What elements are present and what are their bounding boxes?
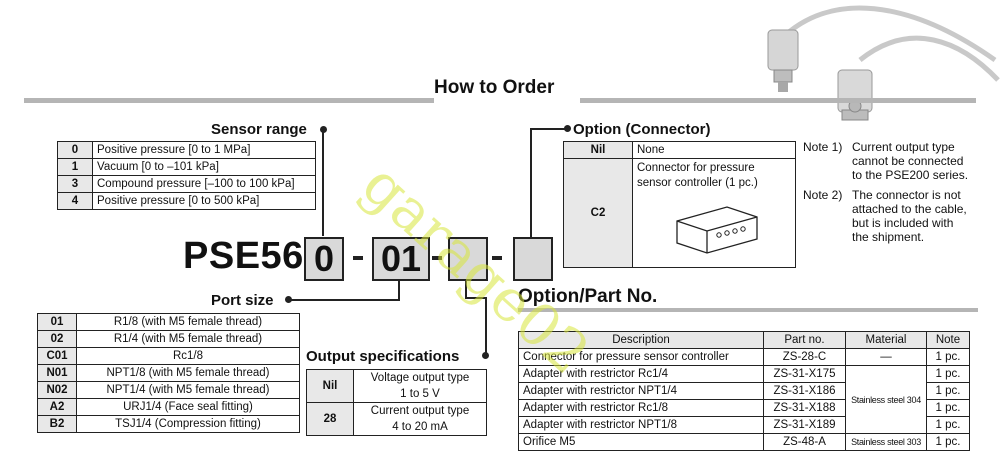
port-size-dot [285, 296, 292, 303]
output-spec-leader-a [465, 279, 467, 299]
header-rule-right [580, 98, 976, 103]
table-row: Connector for pressure sensor controller… [518, 348, 970, 366]
note-2-text: The connector is not attached to the cab… [852, 188, 967, 244]
table-row: Adapter with restrictor Rc1/8 ZS-31-X188… [518, 399, 970, 417]
option-part-title: Option/Part No. [518, 286, 658, 307]
table-row: C2 Connector for pressure sensor control… [563, 158, 796, 268]
option-connector-title: Option (Connector) [573, 121, 711, 138]
output-spec-dot [482, 352, 489, 359]
pressure-sensor-photo [767, 5, 1000, 121]
option-dot [564, 125, 571, 132]
model-dash-1 [353, 256, 363, 260]
note-2: Note 2) [803, 188, 843, 202]
connector-icon [676, 206, 758, 254]
port-size-leader-h [290, 299, 400, 301]
port-size-box: 01 [372, 237, 430, 281]
option-part-rule [518, 308, 978, 312]
table-row: Adapter with restrictor NPT1/4 ZS-31-X18… [518, 382, 970, 400]
table-row: Orifice M5 ZS-48-A Stainless steel 303 1… [518, 433, 970, 451]
page-title: How to Order [434, 77, 555, 98]
header-rule-left [24, 98, 434, 103]
port-size-leader-v [398, 279, 400, 300]
note-1: Note 1) [803, 140, 843, 154]
sensor-range-title: Sensor range [211, 121, 307, 138]
option-leader-h [530, 128, 568, 130]
sensor-range-leader [322, 130, 324, 236]
option-box [513, 237, 553, 281]
output-spec-title: Output specifications [306, 348, 460, 365]
model-base: PSE56 [183, 235, 304, 277]
option-part-table: Description Part no. Material Note Conne… [518, 331, 970, 451]
model-dash-2 [432, 256, 442, 260]
option-connector-table: Nil None C2 Connector for pressure senso… [563, 141, 796, 268]
output-spec-leader-c [485, 297, 487, 355]
sensor-range-box: 0 [304, 237, 344, 281]
output-spec-box [448, 237, 488, 281]
port-size-title: Port size [211, 292, 274, 309]
table-header-row: Description Part no. Material Note [518, 331, 970, 349]
table-row: Nil None [563, 141, 796, 159]
option-leader-v [530, 129, 532, 237]
model-dash-3 [492, 256, 502, 260]
note-1-text: Current output type cannot be connected … [852, 140, 969, 182]
output-spec-leader-b [465, 297, 487, 299]
table-row: Adapter with restrictor Rc1/4 ZS-31-X175… [518, 365, 970, 434]
sensor-range-dot [320, 126, 327, 133]
